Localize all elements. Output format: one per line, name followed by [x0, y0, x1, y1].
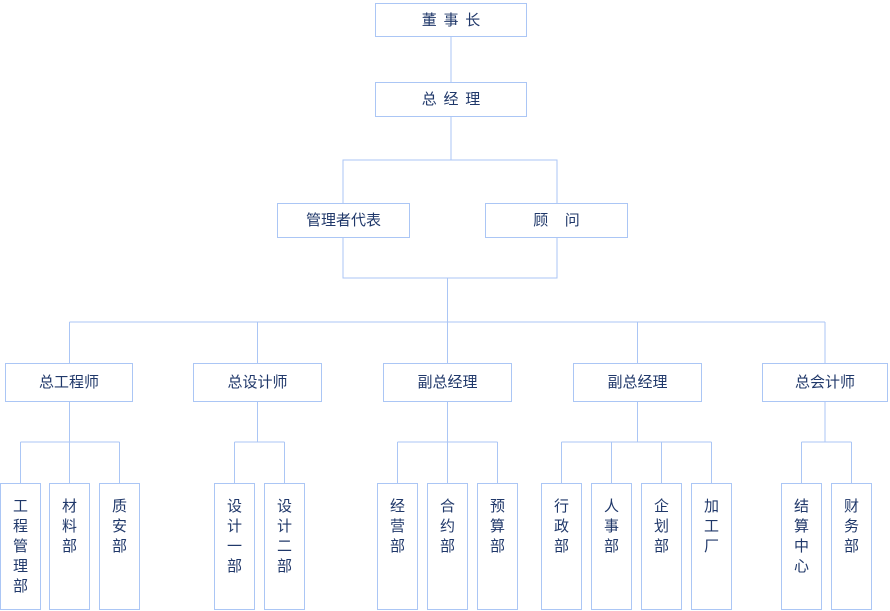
node-dept-hr-label: 人事部: [603, 498, 619, 555]
node-dept-processing-plant: 加工厂: [691, 483, 732, 610]
node-chief-designer-label: 总设计师: [227, 374, 288, 391]
node-general-manager: 总经理: [375, 82, 527, 117]
node-deputy-gm-1: 副总经理: [383, 363, 512, 402]
node-chief-engineer: 总工程师: [5, 363, 133, 402]
node-dept-planning: 企划部: [641, 483, 682, 610]
node-chief-accountant-label: 总会计师: [794, 374, 855, 391]
node-dept-budget-label: 预算部: [489, 498, 505, 555]
node-dept-planning-label: 企划部: [653, 498, 669, 555]
node-dept-engineering-management-label: 工程管理部: [12, 498, 28, 595]
node-dept-materials: 材料部: [49, 483, 90, 610]
node-dept-engineering-management: 工程管理部: [0, 483, 41, 610]
node-management-representative-label: 管理者代表: [305, 212, 381, 229]
node-chief-designer: 总设计师: [193, 363, 322, 402]
node-dept-materials-label: 材料部: [61, 498, 77, 555]
node-chief-accountant: 总会计师: [762, 363, 888, 402]
node-consultant-label: 顾问: [533, 212, 597, 229]
node-dept-administration-label: 行政部: [553, 498, 569, 555]
node-chief-engineer-label: 总工程师: [38, 374, 99, 391]
node-dept-design-2-label: 设计二部: [276, 498, 292, 575]
node-dept-finance: 财务部: [831, 483, 872, 610]
node-dept-contracts-label: 合约部: [439, 498, 455, 555]
node-management-representative: 管理者代表: [277, 203, 410, 238]
node-dept-operations-label: 经营部: [389, 498, 405, 555]
node-chairman-label: 董事长: [421, 11, 487, 29]
node-dept-settlement-center-label: 结算中心: [793, 498, 809, 575]
node-dept-contracts: 合约部: [427, 483, 468, 610]
node-dept-administration: 行政部: [541, 483, 582, 610]
node-dept-hr: 人事部: [591, 483, 632, 610]
node-dept-quality-safety: 质安部: [99, 483, 140, 610]
node-deputy-gm-2-label: 副总经理: [607, 374, 668, 391]
node-dept-design-1-label: 设计一部: [226, 498, 242, 575]
node-dept-design-2: 设计二部: [264, 483, 305, 610]
node-consultant: 顾问: [485, 203, 628, 238]
node-deputy-gm-2: 副总经理: [573, 363, 702, 402]
node-chairman: 董事长: [375, 3, 527, 37]
node-dept-budget: 预算部: [477, 483, 518, 610]
node-dept-finance-label: 财务部: [843, 498, 859, 555]
node-dept-design-1: 设计一部: [214, 483, 255, 610]
node-general-manager-label: 总经理: [421, 91, 487, 108]
node-dept-processing-plant-label: 加工厂: [703, 498, 719, 555]
node-dept-settlement-center: 结算中心: [781, 483, 822, 610]
node-dept-operations: 经营部: [377, 483, 418, 610]
node-dept-quality-safety-label: 质安部: [111, 498, 127, 555]
node-deputy-gm-1-label: 副总经理: [417, 374, 478, 391]
